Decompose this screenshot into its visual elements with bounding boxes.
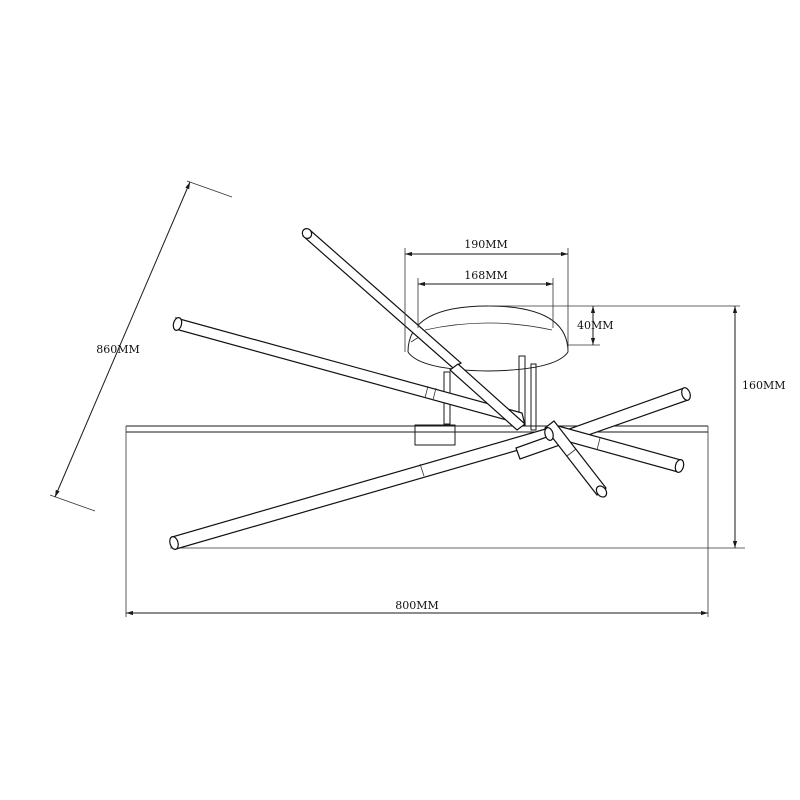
label-canopy-outer: 190MM (464, 238, 508, 251)
label-total-width: 800MM (395, 599, 439, 612)
rod-upper-left (301, 228, 463, 369)
dim-canopy-inner (417, 278, 554, 328)
label-diagonal: 860MM (96, 343, 140, 356)
dim-canopy-outer (404, 248, 569, 352)
dim-diagonal (49, 180, 233, 512)
dimension-lines (49, 180, 740, 616)
rod-down-right (544, 420, 608, 498)
label-canopy-inner: 168MM (464, 269, 508, 282)
light-rods (169, 228, 691, 550)
rod-end-cap (544, 427, 554, 441)
fixture (125, 228, 745, 617)
rod-front-long (169, 427, 554, 550)
dimension-labels: 190MM 168MM 40MM 160MM 800MM 860MM (96, 238, 785, 612)
rod-center-diagonal (449, 363, 526, 431)
label-canopy-height: 40MM (577, 319, 614, 332)
dim-canopy-height (488, 305, 740, 346)
label-total-height: 160MM (742, 379, 786, 392)
